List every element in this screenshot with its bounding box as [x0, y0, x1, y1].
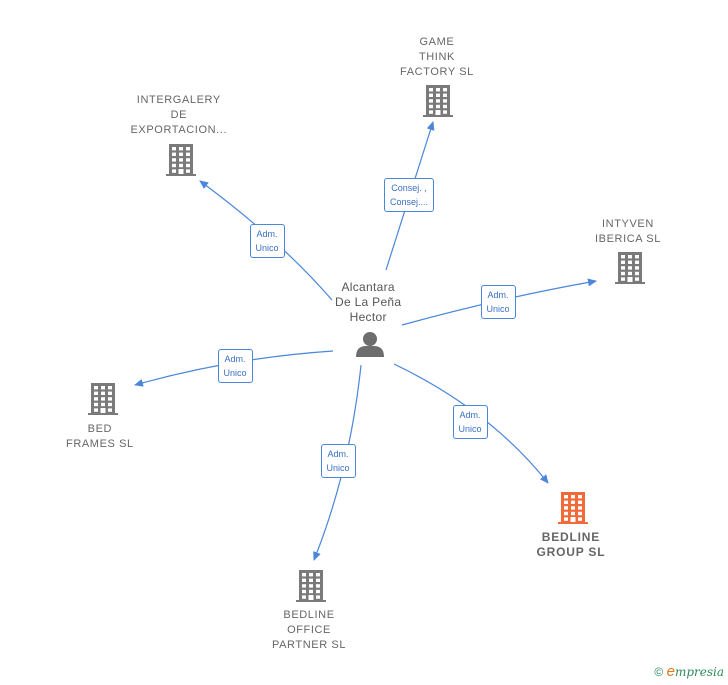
building-icon-bedline-group[interactable] — [558, 492, 588, 524]
brand-logo-text: mpresia — [674, 665, 724, 679]
building-icon-bed-frames[interactable] — [88, 383, 118, 415]
company-label-bedline-office-line: OFFICE — [287, 624, 331, 636]
relation-label-line: Adm. — [224, 354, 246, 364]
person-name-label-line: De La Peña — [335, 295, 402, 309]
relation-label-line: Adm. — [459, 410, 481, 420]
company-label-intergalery-line: DE — [170, 109, 188, 121]
relation-label-line: Unico — [458, 424, 482, 434]
relation-label-line: Unico — [255, 243, 279, 253]
person-icon[interactable] — [356, 332, 384, 357]
brand-logo-e: e — [666, 663, 675, 680]
relation-label-line: Unico — [223, 368, 247, 378]
relation-label-bedline-office[interactable]: Adm. Unico — [320, 444, 356, 478]
company-label-intyven-line: IBERICA SL — [595, 233, 661, 245]
company-label-bed-frames-line: BED — [87, 423, 113, 435]
copyright-icon: © — [654, 665, 664, 679]
icons-group — [88, 85, 645, 602]
relation-label-line: Adm. — [256, 229, 278, 239]
company-label-game-think-line: THINK — [418, 51, 455, 63]
relation-label-line: Adm. — [327, 449, 349, 459]
company-label-intyven-line: INTYVEN — [602, 218, 654, 230]
relation-label-bed-frames[interactable]: Adm. Unico — [217, 349, 253, 383]
relation-label-line: Unico — [326, 463, 350, 473]
person-name-label-line: Hector — [349, 310, 387, 324]
company-label-intergalery-line: INTERGALERY — [136, 94, 221, 106]
company-label-bedline-office-line: PARTNER SL — [272, 639, 347, 651]
relation-label-bedline-group[interactable]: Adm. Unico — [452, 405, 488, 439]
brand-footer: © empresia — [654, 663, 724, 680]
building-icon-bedline-office[interactable] — [296, 570, 326, 602]
relation-label-line: Consej.... — [390, 197, 429, 207]
company-label-bed-frames-line: FRAMES SL — [66, 438, 134, 450]
company-label-bed-frames: BED FRAMES SL — [66, 422, 134, 452]
relation-label-line: Unico — [486, 304, 510, 314]
company-label-bedline-office: BEDLINE OFFICE PARTNER SL — [272, 608, 346, 653]
company-label-bedline-office-line: BEDLINE — [283, 609, 335, 621]
company-label-intergalery-line: EXPORTACION... — [130, 124, 228, 136]
person-name-label-line: Alcantara — [341, 280, 395, 294]
relation-label-line: Adm. — [487, 290, 509, 300]
company-label-bedline-group-line: GROUP SL — [536, 545, 606, 559]
relation-label-line: Consej. , — [391, 183, 427, 193]
building-icon-intyven[interactable] — [615, 252, 645, 284]
company-label-game-think-line: GAME — [419, 36, 455, 48]
company-label-game-think-line: FACTORY SL — [400, 66, 474, 78]
company-label-intyven: INTYVEN IBERICA SL — [595, 217, 661, 247]
building-icon-intergalery[interactable] — [166, 144, 196, 176]
relation-label-intergalery[interactable]: Adm. Unico — [249, 224, 285, 258]
company-label-bedline-group-line: BEDLINE — [541, 530, 601, 544]
company-label-intergalery: INTERGALERY DE EXPORTACION... — [131, 93, 228, 138]
company-label-game-think: GAME THINK FACTORY SL — [400, 35, 474, 80]
relation-label-game-think[interactable]: Consej. , Consej.... — [384, 178, 435, 212]
relation-label-intyven[interactable]: Adm. Unico — [480, 285, 516, 319]
building-icon-game-think[interactable] — [423, 85, 453, 117]
